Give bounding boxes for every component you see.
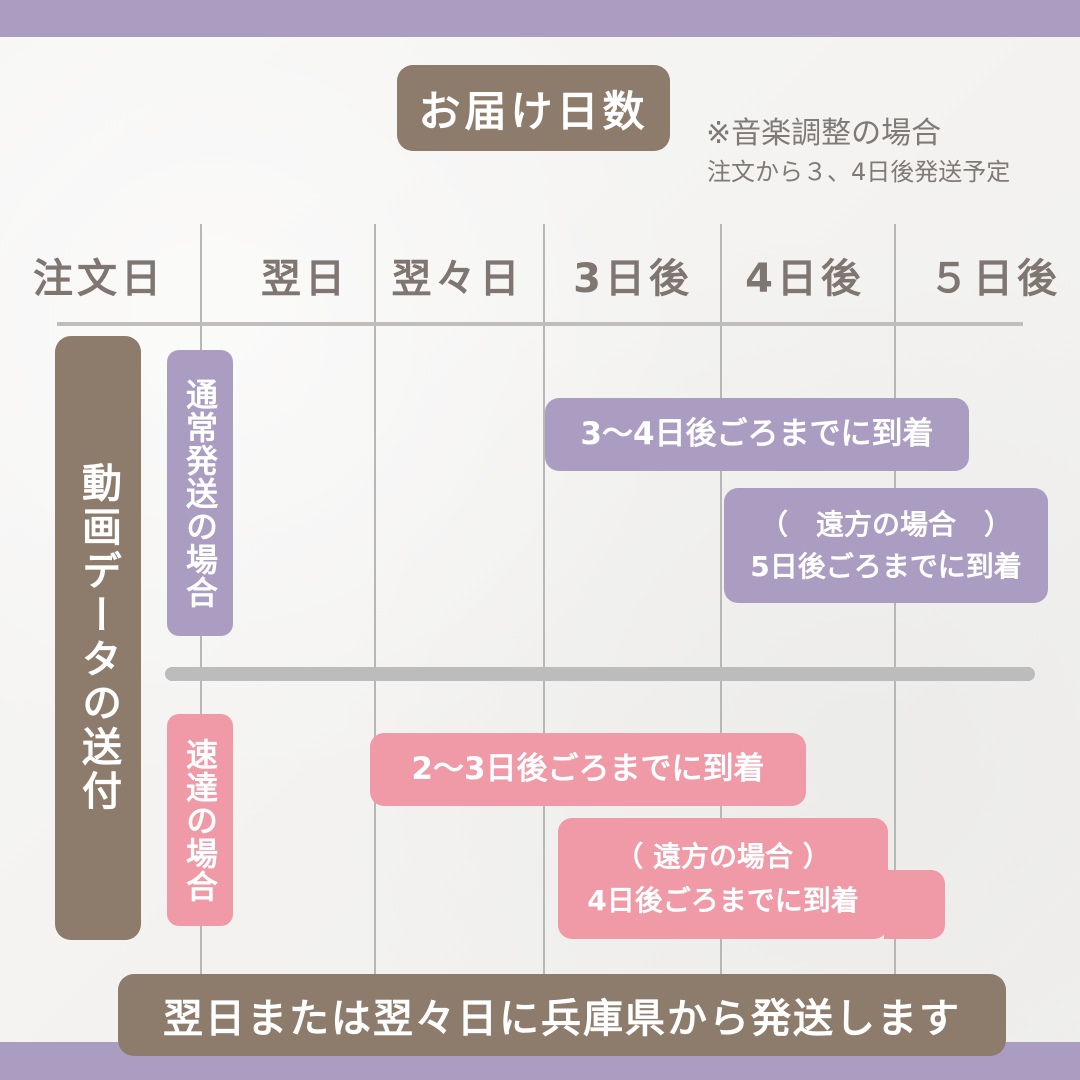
timeline-divider — [374, 224, 376, 984]
top-band — [0, 0, 1080, 37]
timeline-divider — [543, 224, 545, 984]
express-remote-note: （ 遠方の場合 ） — [615, 840, 831, 874]
music-adjustment-note: ※音楽調整の場合 — [706, 116, 942, 151]
shipping-note: 注文から３、4日後発送予定 — [707, 158, 1011, 186]
normal-remote-arrival-bar: （ 遠方の場合 ） 5日後ごろまでに到着 — [724, 488, 1048, 603]
header-order-date: 注文日 — [33, 256, 165, 302]
header-three-days-later: 3日後 — [573, 256, 693, 302]
express-arrival-bar: 2〜3日後ごろまでに到着 — [370, 733, 806, 806]
header-divider — [57, 322, 1023, 326]
header-four-days-later: 4日後 — [745, 256, 865, 302]
normal-arrival-bar: 3〜4日後ごろまでに到着 — [545, 398, 969, 471]
normal-remote-arrival: 5日後ごろまでに到着 — [750, 549, 1022, 583]
header-five-days-later: ５日後 — [929, 256, 1061, 302]
header-next-day: 翌日 — [261, 256, 349, 302]
section-divider — [165, 667, 1035, 681]
express-remote-arrival-bar: （ 遠方の場合 ） 4日後ごろまでに到着 — [558, 818, 888, 939]
video-data-delivery-label: 動画データの送付 — [55, 336, 141, 940]
normal-shipping-label: 通常発送の場合 — [167, 350, 233, 636]
express-remote-arrival: 4日後ごろまでに到着 — [587, 883, 859, 917]
express-shipping-label: 速達の場合 — [167, 714, 233, 926]
shipping-origin-banner: 翌日または翌々日に兵庫県から発送します — [118, 974, 1006, 1056]
header-day-after-next: 翌々日 — [391, 256, 524, 302]
timeline-divider — [894, 224, 896, 984]
timeline-divider — [720, 224, 722, 984]
express-remote-bar-extension — [884, 870, 945, 939]
normal-remote-note: （ 遠方の場合 ） — [759, 508, 1012, 542]
page-title: お届け日数 — [397, 65, 670, 151]
